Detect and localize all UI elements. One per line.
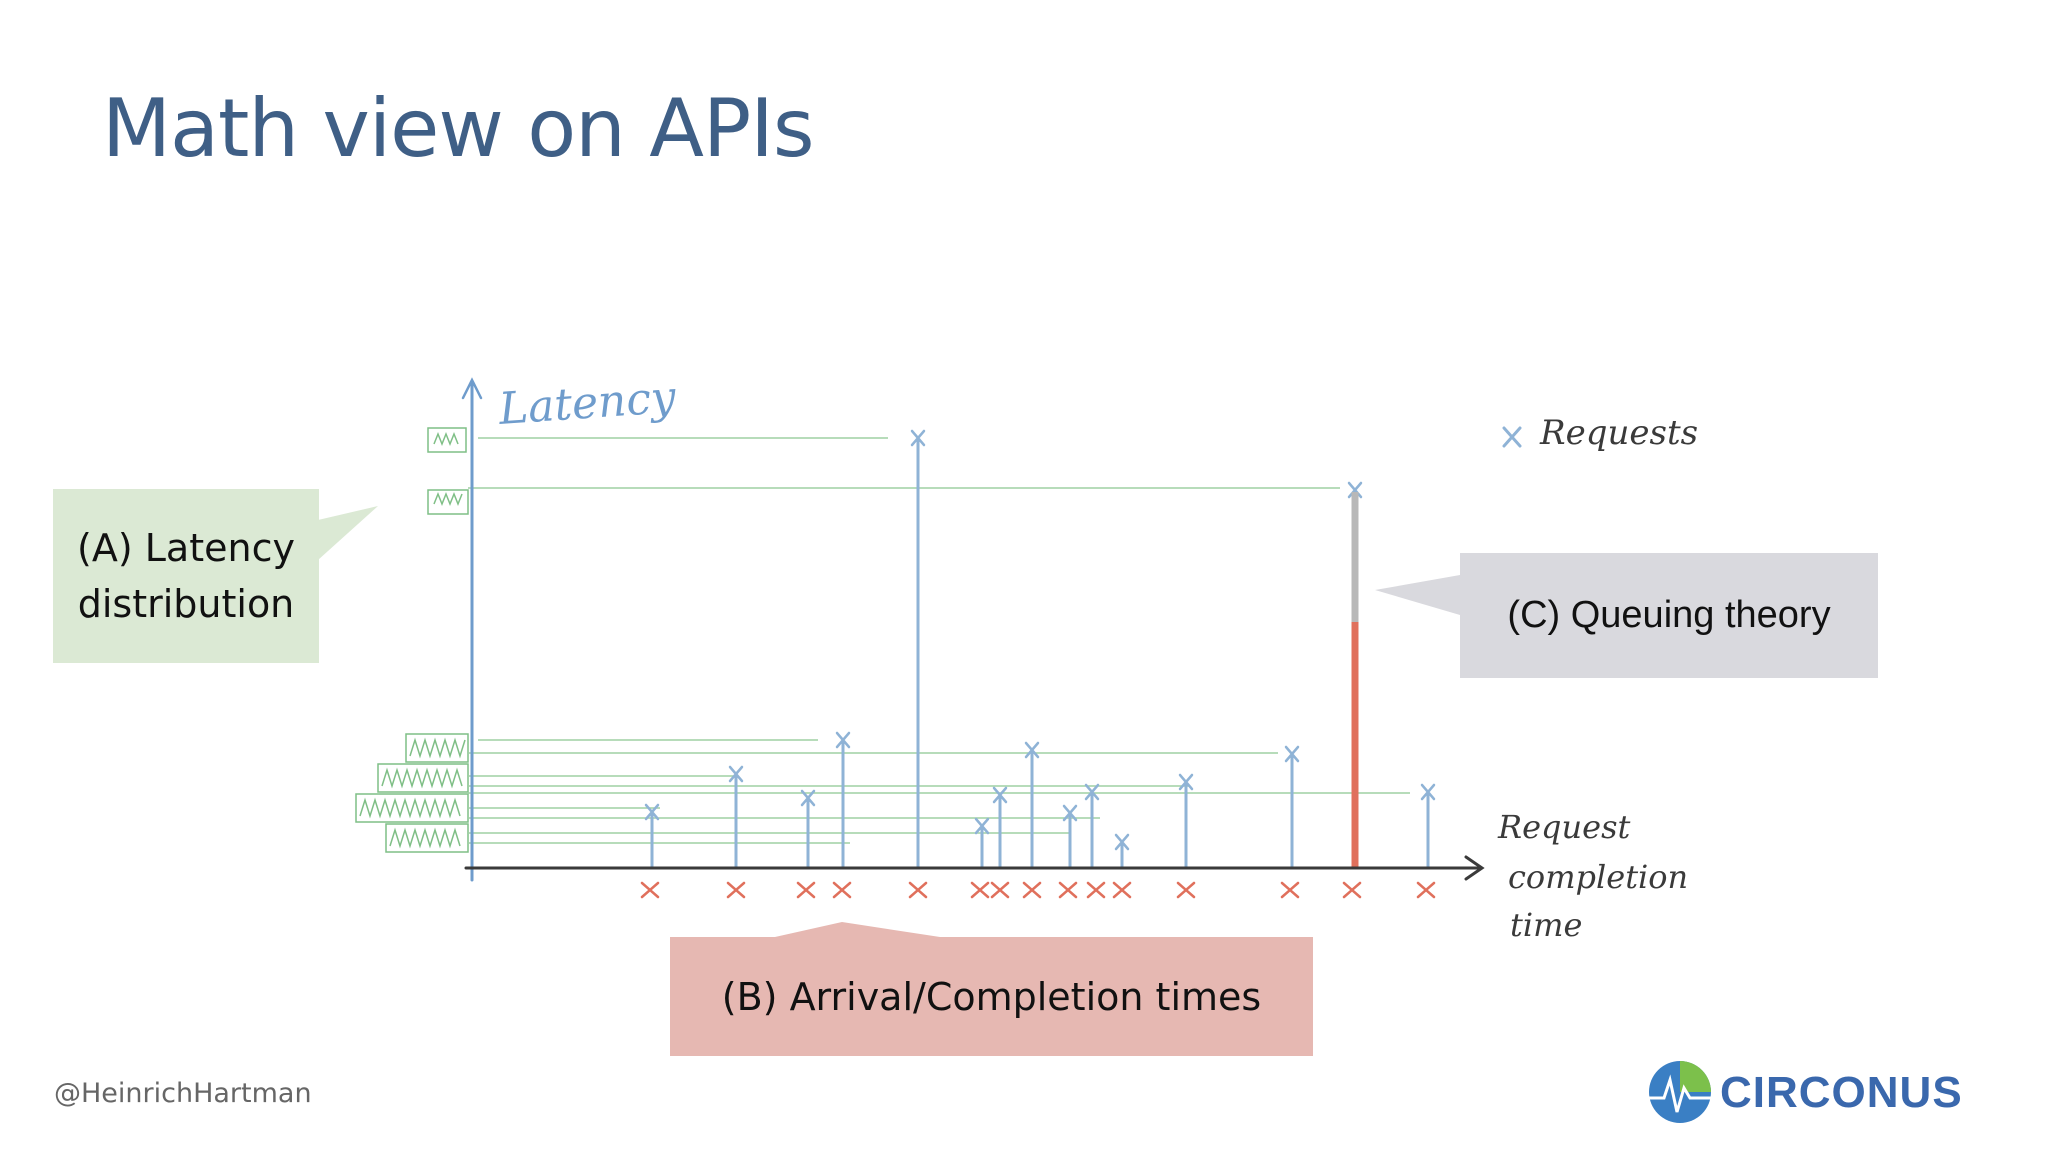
x-axis-arrowhead	[1464, 855, 1485, 881]
x-axis-label-line-3: time	[1510, 906, 1582, 944]
arrival-marker	[640, 881, 660, 899]
arrival-marker	[1112, 881, 1132, 899]
callout-a-text-line-2: distribution	[77, 582, 295, 626]
arrival-marker	[1416, 881, 1436, 899]
arrival-marker	[796, 881, 816, 899]
callout-a	[53, 489, 378, 663]
x-axis-label-line-1: Request	[1497, 808, 1630, 846]
histogram-bin	[427, 427, 467, 453]
arrival-marker	[1280, 881, 1300, 899]
arrival-marker	[1342, 881, 1362, 899]
callout-c-pointer	[1375, 575, 1460, 615]
request-marker	[1062, 804, 1078, 822]
request-marker	[1114, 833, 1130, 851]
arrival-marker	[832, 881, 852, 899]
callout-b	[670, 922, 1313, 1056]
callout-a-text: (A) Latency distribution	[53, 489, 319, 663]
callout-c-label: (C) Queuing theory	[1507, 594, 1831, 636]
arrival-marker	[970, 881, 990, 899]
request-marker	[644, 803, 660, 821]
callout-c	[1375, 553, 1878, 678]
histogram-bin	[405, 733, 469, 763]
histogram-bin	[427, 489, 469, 515]
request-marker	[974, 817, 990, 835]
callout-c-box	[1460, 553, 1878, 678]
request-marker	[835, 731, 851, 749]
arrival-marker	[1022, 881, 1042, 899]
callout-a-box	[53, 489, 319, 663]
callout-b-label: (B) Arrival/Completion times	[721, 974, 1262, 1019]
latency-level-lines	[468, 437, 1410, 844]
arrival-marker	[726, 881, 746, 899]
arrival-marker	[1058, 881, 1078, 899]
request-marker	[1347, 481, 1363, 499]
x-axis-label-line-2: completion	[1508, 858, 1688, 896]
arrival-marks	[640, 881, 1436, 899]
request-marker	[1084, 783, 1100, 801]
arrival-marker	[908, 881, 928, 899]
legend-request-marker	[1502, 426, 1522, 448]
slide-title: Math view on APIs	[102, 82, 815, 175]
request-marker	[728, 765, 744, 783]
arrival-marker	[990, 881, 1010, 899]
footer-twitter-handle: @HeinrichHartman	[54, 1078, 312, 1109]
y-axis-arrowhead	[461, 377, 483, 400]
histogram-bin	[377, 763, 469, 793]
arrival-marker	[1086, 881, 1106, 899]
callout-a-text-line-1: (A) Latency	[77, 526, 295, 570]
legend: Requests	[1502, 413, 1698, 453]
axes	[461, 377, 1485, 882]
y-axis-label: Latency	[496, 372, 678, 435]
request-marker	[992, 786, 1008, 804]
request-marker	[910, 429, 926, 447]
histogram-bin	[385, 823, 469, 853]
request-marker	[1178, 773, 1194, 791]
arrival-marker	[1176, 881, 1196, 899]
legend-label: Requests	[1539, 413, 1698, 453]
request-marker	[1024, 741, 1040, 759]
callout-b-box	[670, 937, 1313, 1056]
x-axis-label: Request completion time	[1497, 808, 1688, 944]
callout-b-pointer	[775, 922, 940, 937]
request-marker	[1420, 783, 1436, 801]
callout-a-pointer	[318, 506, 378, 560]
circonus-logo-icon	[1649, 1061, 1711, 1123]
request-bars	[644, 429, 1436, 868]
request-marker	[1284, 745, 1300, 763]
brand-name: CIRCONUS	[1720, 1068, 1963, 1117]
callout-b-text: (B) Arrival/Completion times	[670, 937, 1313, 1056]
callout-c-text: (C) Queuing theory	[1460, 553, 1878, 678]
latency-histogram-sketch	[355, 427, 469, 853]
request-marker	[800, 789, 816, 807]
histogram-hatching	[359, 431, 466, 849]
